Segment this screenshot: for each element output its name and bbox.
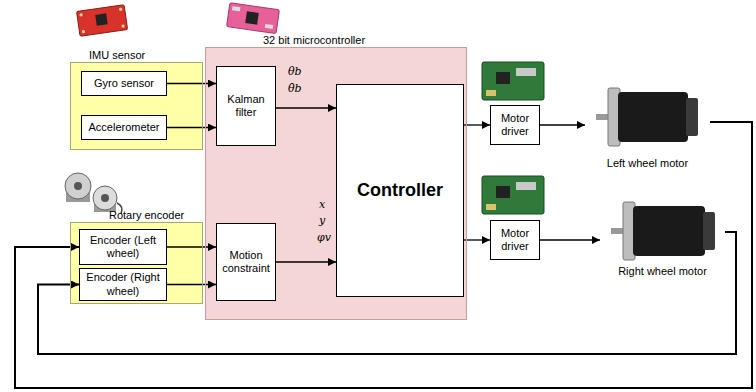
process-box: Kalman filter [216, 66, 276, 146]
box-label: Motion constraint [220, 249, 272, 275]
box-label: Controller [357, 180, 443, 202]
motor-label: Right wheel motor [618, 265, 707, 278]
signal-symbol: φv [317, 232, 331, 243]
signal-symbol: θ̇b [288, 83, 302, 94]
signal-arrow [464, 239, 490, 240]
box-label: Encoder (Left wheel) [83, 234, 163, 260]
signal-arrow [540, 239, 600, 240]
box-label: Motor driver [494, 112, 536, 138]
encoder-group: Rotary encoderEncoder (Left wheel)Encode… [70, 222, 203, 304]
group-heading: Rotary encoder [109, 209, 184, 221]
signal-arrow [167, 127, 216, 128]
signal-symbol: x [319, 199, 325, 210]
sensor-box: Gyro sensor [81, 71, 167, 96]
group-heading: 32 bit microcontroller [263, 34, 365, 46]
motor: Left wheel motor [585, 80, 710, 172]
encoder-box: Encoder (Right wheel) [79, 268, 167, 301]
imu-board [77, 5, 128, 36]
driver-box: Motor driver [490, 220, 540, 260]
box-label: Gyro sensor [94, 77, 154, 90]
encoder-picture [65, 173, 122, 214]
signal-symbol: θb [288, 66, 302, 77]
signal-arrow [167, 83, 216, 84]
encoder-box: Encoder (Left wheel) [79, 229, 167, 265]
box-label: Motor driver [494, 227, 536, 253]
box-label: Kalman filter [220, 93, 272, 119]
driver-box: Motor driver [490, 105, 540, 145]
signal-arrow [276, 107, 336, 108]
panel-fill [70, 222, 203, 304]
box-label: Encoder (Right wheel) [83, 271, 163, 297]
controller-box: Controller [336, 84, 464, 297]
panel-fill [70, 62, 203, 150]
signal-arrow [276, 261, 336, 262]
sensor-group: IMU sensorGyro sensorAccelerometer [70, 62, 203, 150]
microcontroller-panel: 32 bit microcontrollerKalman filterContr… [205, 47, 467, 320]
signal-arrow [167, 284, 216, 285]
panel-fill [205, 47, 467, 320]
box-label: Accelerometer [89, 121, 160, 134]
group-heading: IMU sensor [89, 49, 145, 61]
signal-arrow [540, 124, 585, 125]
signal-arrow [464, 124, 490, 125]
motor-picture [596, 88, 698, 146]
sensor-box: Accelerometer [81, 115, 167, 140]
signal-symbol: y [319, 215, 325, 226]
mcu-board [227, 3, 280, 34]
driver-board [482, 62, 544, 214]
motor: Right wheel motor [600, 198, 725, 280]
signal-arrow [167, 246, 216, 247]
motor-picture [611, 202, 715, 260]
motor-label: Left wheel motor [607, 157, 688, 170]
process-box: Motion constraint [216, 223, 276, 301]
